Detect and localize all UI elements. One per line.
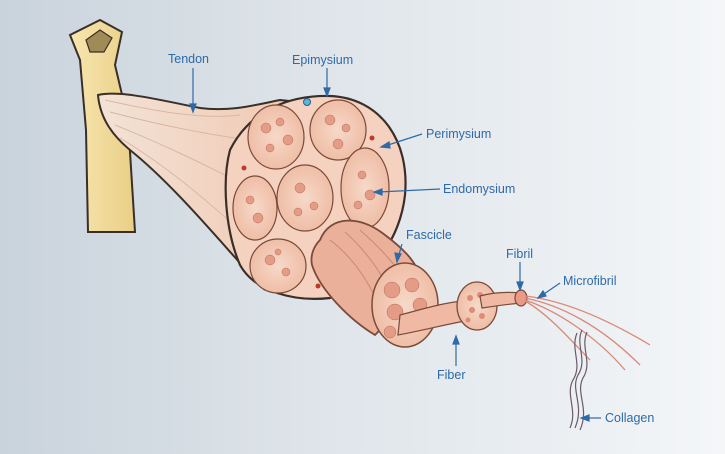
- blood-vessels: [241, 98, 375, 289]
- fascicle-cross-sections: [232, 99, 390, 294]
- label-collagen: Collagen: [605, 411, 655, 425]
- microfibrils: [524, 295, 651, 371]
- collagen-strands: [569, 329, 588, 431]
- fascicle-section: [249, 238, 307, 294]
- label-fibril: Fibril: [506, 247, 534, 261]
- label-perimysium: Perimysium: [426, 127, 492, 141]
- fascicle-section: [309, 99, 367, 161]
- fascicle-section: [340, 147, 390, 229]
- fascicle-section: [276, 164, 334, 232]
- fascicle-section: [247, 104, 305, 170]
- leader-lines: [189, 68, 601, 422]
- bone: [68, 18, 137, 233]
- label-tendon: Tendon: [168, 52, 210, 66]
- label-fascicle: Fascicle: [406, 228, 452, 242]
- label-epimysium: Epimysium: [292, 53, 354, 67]
- label-fiber: Fiber: [437, 368, 466, 382]
- fascicle-section: [232, 175, 278, 241]
- label-microfibril: Microfibril: [563, 274, 617, 288]
- muscle-fiber-dots: [245, 114, 376, 277]
- fascicle-end: [371, 262, 439, 348]
- label-endomysium: Endomysium: [443, 182, 516, 196]
